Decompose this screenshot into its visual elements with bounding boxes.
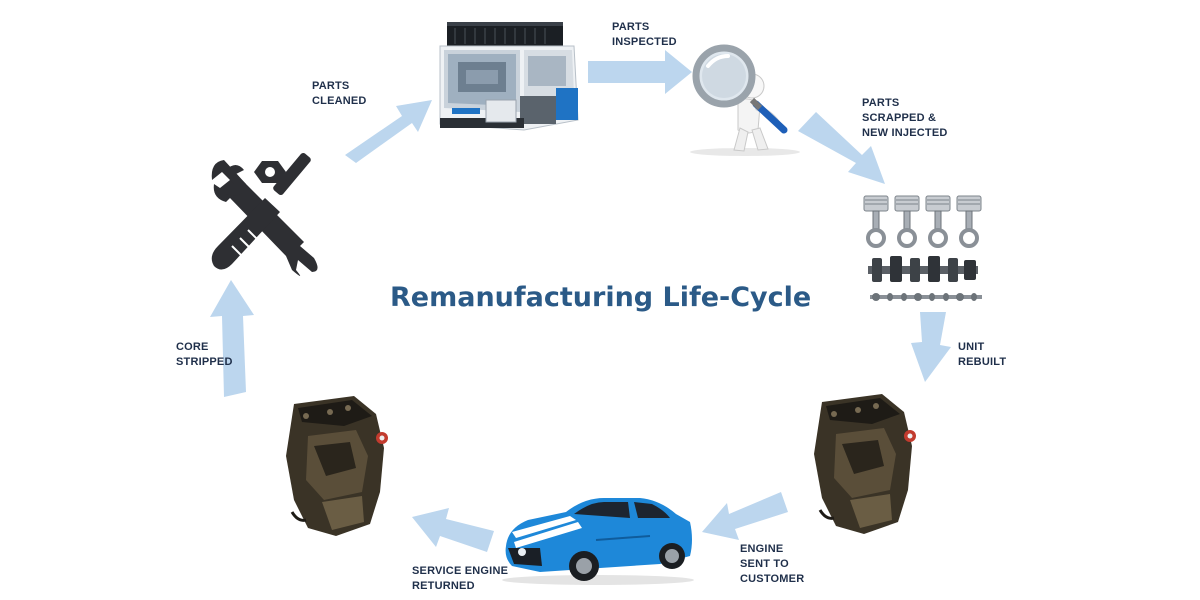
step-label-unit-rebuilt: UNIT REBUILT [958, 341, 1007, 368]
diagram-title: Remanufacturing Life-Cycle [390, 282, 812, 313]
arrow-to-stripped [210, 280, 254, 397]
pistons-crankshaft-icon [863, 195, 982, 301]
arrow-to-car [702, 492, 788, 540]
step-label-service-returned: SERVICE ENGINE RETURNED [412, 565, 509, 592]
arrow-to-returned [412, 508, 494, 552]
arrow-to-inspected [588, 50, 692, 94]
cleaning-machine-icon [439, 22, 579, 131]
step-label-parts-cleaned: PARTS CLEANED [312, 80, 367, 107]
cycle-arrows [210, 50, 951, 552]
step-label-parts-inspected: PARTS INSPECTED [612, 21, 677, 48]
step-label-engine-sent: ENGINE SENT TO CUSTOMER [740, 543, 805, 585]
crankshaft [868, 256, 978, 282]
piston-group [863, 195, 982, 248]
wrench-screwdriver-icon [211, 152, 318, 276]
arrow-to-parts [798, 112, 885, 184]
magnifying-glass-figure-icon [690, 44, 800, 156]
engine-returned-icon [284, 394, 390, 538]
arrow-to-cleaned [345, 100, 432, 163]
step-label-parts-scrapped: PARTS SCRAPPED & NEW INJECTED [862, 97, 948, 139]
arrow-to-rebuilt [911, 312, 951, 382]
step-label-core-stripped: CORE STRIPPED [176, 341, 233, 368]
engine-rebuilt-icon [812, 392, 918, 536]
camshaft [870, 293, 982, 301]
sports-car-icon [502, 498, 694, 585]
